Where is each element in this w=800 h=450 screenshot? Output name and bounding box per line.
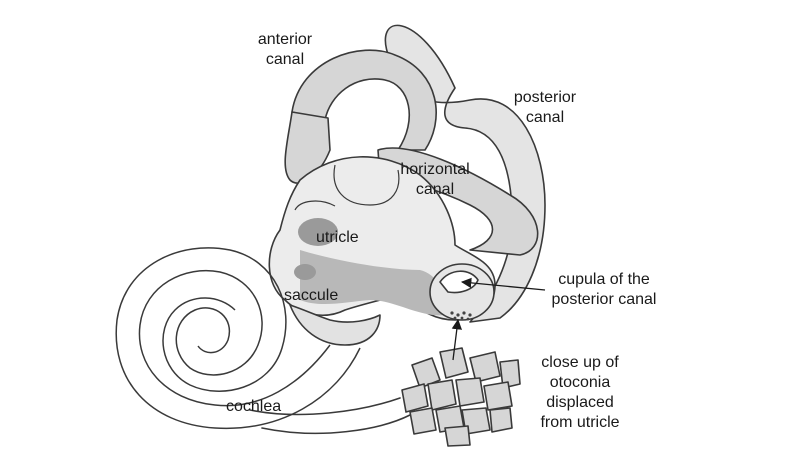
cochlea [115, 247, 361, 430]
posterior-canal-label: posterior canal [505, 88, 585, 128]
posterior-canal-label-line2: canal [525, 109, 565, 126]
otoconia-label: close up of otoconia displaced from utri… [530, 353, 630, 433]
cupula-label-line1: cupula of the [558, 271, 650, 288]
utricle-macula [298, 218, 338, 246]
cochlea-tail [249, 397, 411, 435]
cupula-label-line2: posterior canal [551, 291, 657, 308]
otoconia-label-line3: displaced [546, 394, 614, 411]
utricle-label: utricle [316, 229, 359, 246]
cochlea-label: cochlea [226, 398, 282, 415]
saccule-label: saccule [284, 287, 339, 304]
saccule-macula [294, 264, 316, 280]
otoconia-label-line4: from utricle [540, 414, 620, 431]
cupula-pointer-arrow [460, 277, 546, 291]
anterior-canal-label-line1: anterior [257, 31, 313, 48]
anterior-canal-label: anterior canal [250, 30, 320, 70]
otoconia-pointer-arrow [451, 318, 462, 361]
anterior-ampulla [284, 111, 331, 184]
otoconia-label-line2: otoconia [549, 374, 611, 391]
horizontal-canal-label-line2: canal [415, 181, 455, 198]
endolymph-region [300, 250, 447, 316]
otoconia-cluster [401, 347, 521, 447]
anterior-canal [291, 49, 437, 151]
cupula-label: cupula of the posterior canal [544, 270, 664, 310]
cupula-otoconia-dots [450, 311, 472, 321]
ductus-reuniens [289, 304, 381, 346]
horizontal-canal-label: horizontal canal [390, 160, 480, 200]
otoconia-label-line1: close up of [541, 354, 619, 371]
anterior-canal-label-line2: canal [265, 51, 305, 68]
horizontal-canal-label-line1: horizontal [400, 161, 470, 178]
posterior-canal-label-line1: posterior [513, 89, 577, 106]
